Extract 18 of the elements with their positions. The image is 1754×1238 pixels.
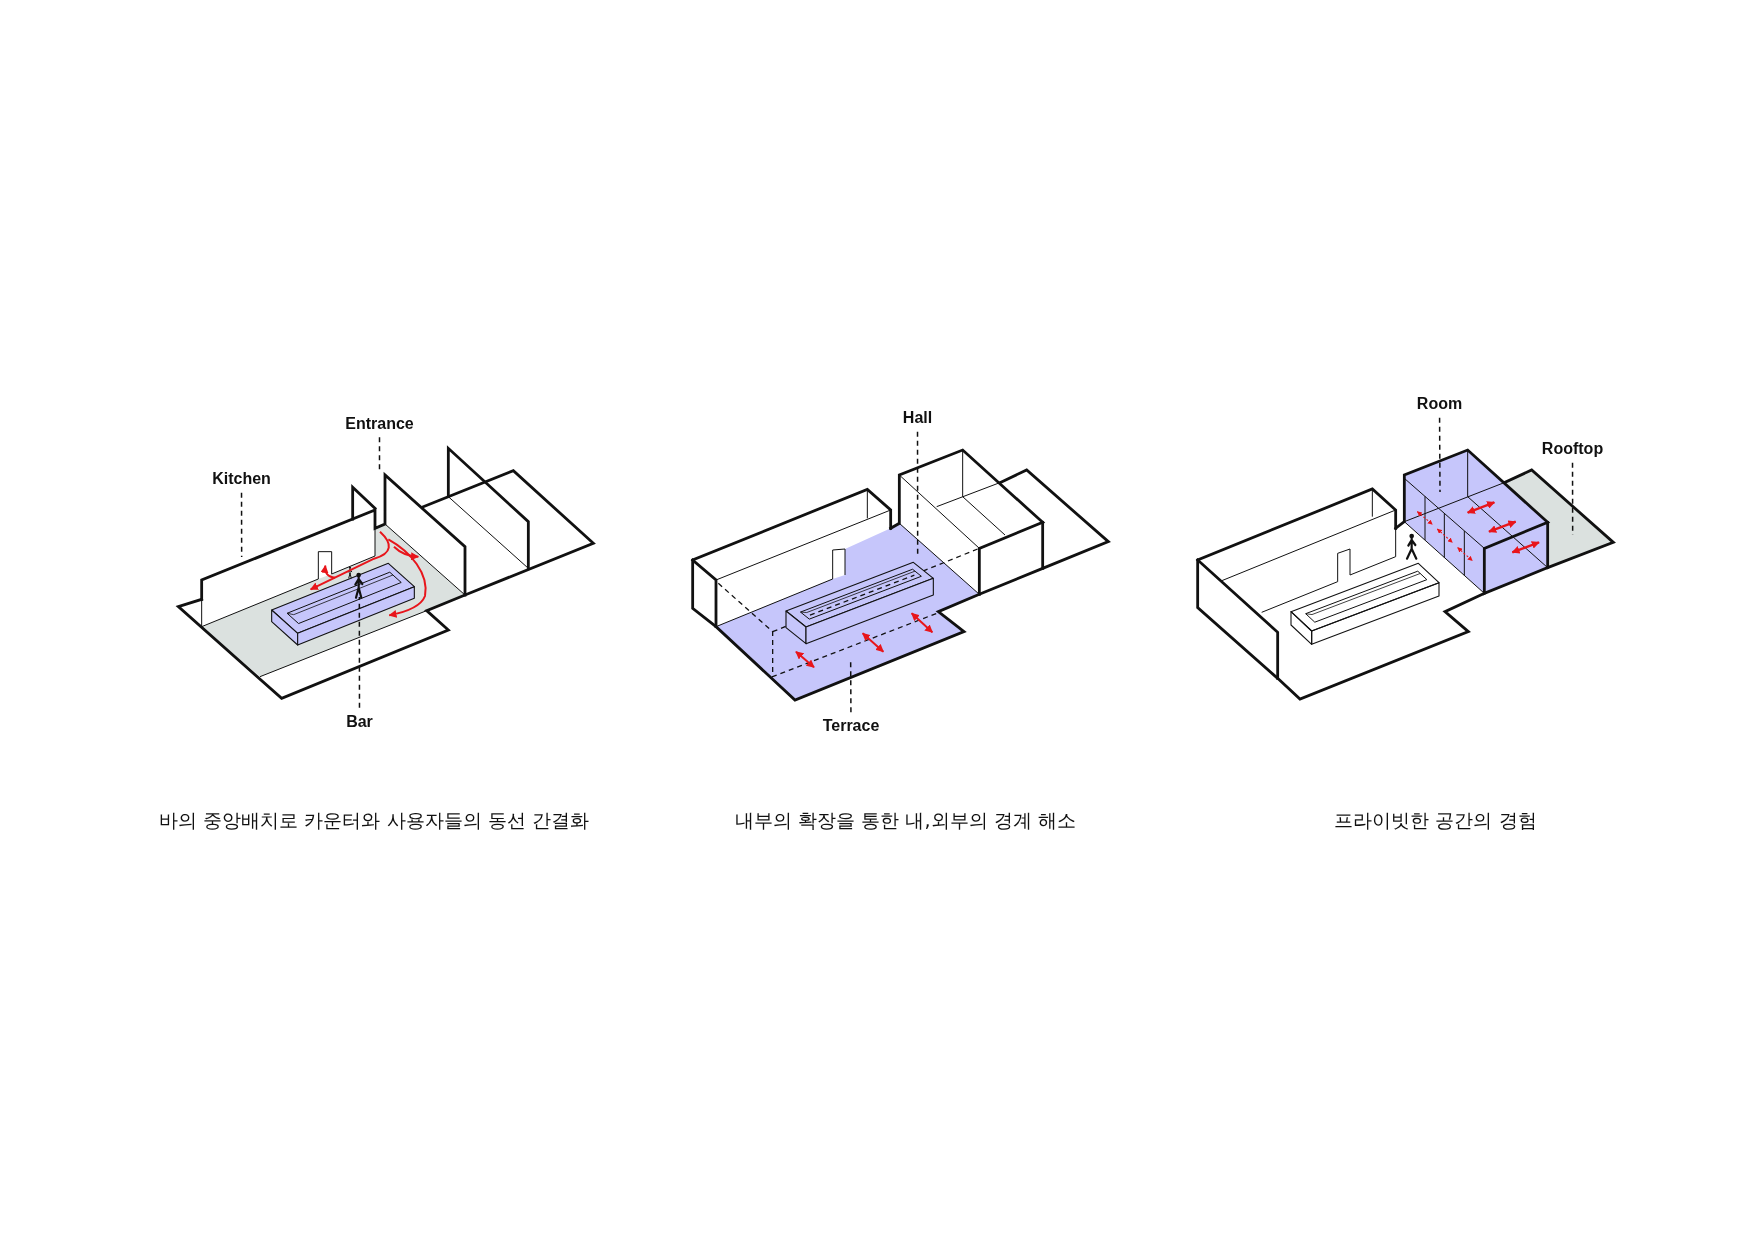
leader-line <box>240 492 243 558</box>
callout-label: Kitchen <box>209 465 274 493</box>
callout-label: Bar <box>343 707 376 736</box>
callout-label: Room <box>1413 390 1466 418</box>
isometric-plan-drawing <box>691 448 1111 702</box>
leader-line <box>916 431 919 556</box>
caption-text: 내부의 확장을 통한 내,외부의 경계 해소 <box>735 808 1076 832</box>
callout-label: Entrance <box>342 409 417 438</box>
callout-label: Hall <box>899 404 936 432</box>
callout-label: Terrace <box>819 712 883 740</box>
leader-line <box>849 659 852 713</box>
isometric-plan-drawing <box>175 445 596 700</box>
caption-text: 프라이빗한 공간의 경험 <box>1334 808 1537 832</box>
caption-text: 바의 중앙배치로 카운터와 사용자들의 동선 간결화 <box>159 808 589 832</box>
callout-label: Rooftop <box>1538 435 1607 463</box>
leader-line <box>358 596 361 709</box>
leader-line <box>378 436 381 472</box>
leader-line <box>1438 417 1441 493</box>
